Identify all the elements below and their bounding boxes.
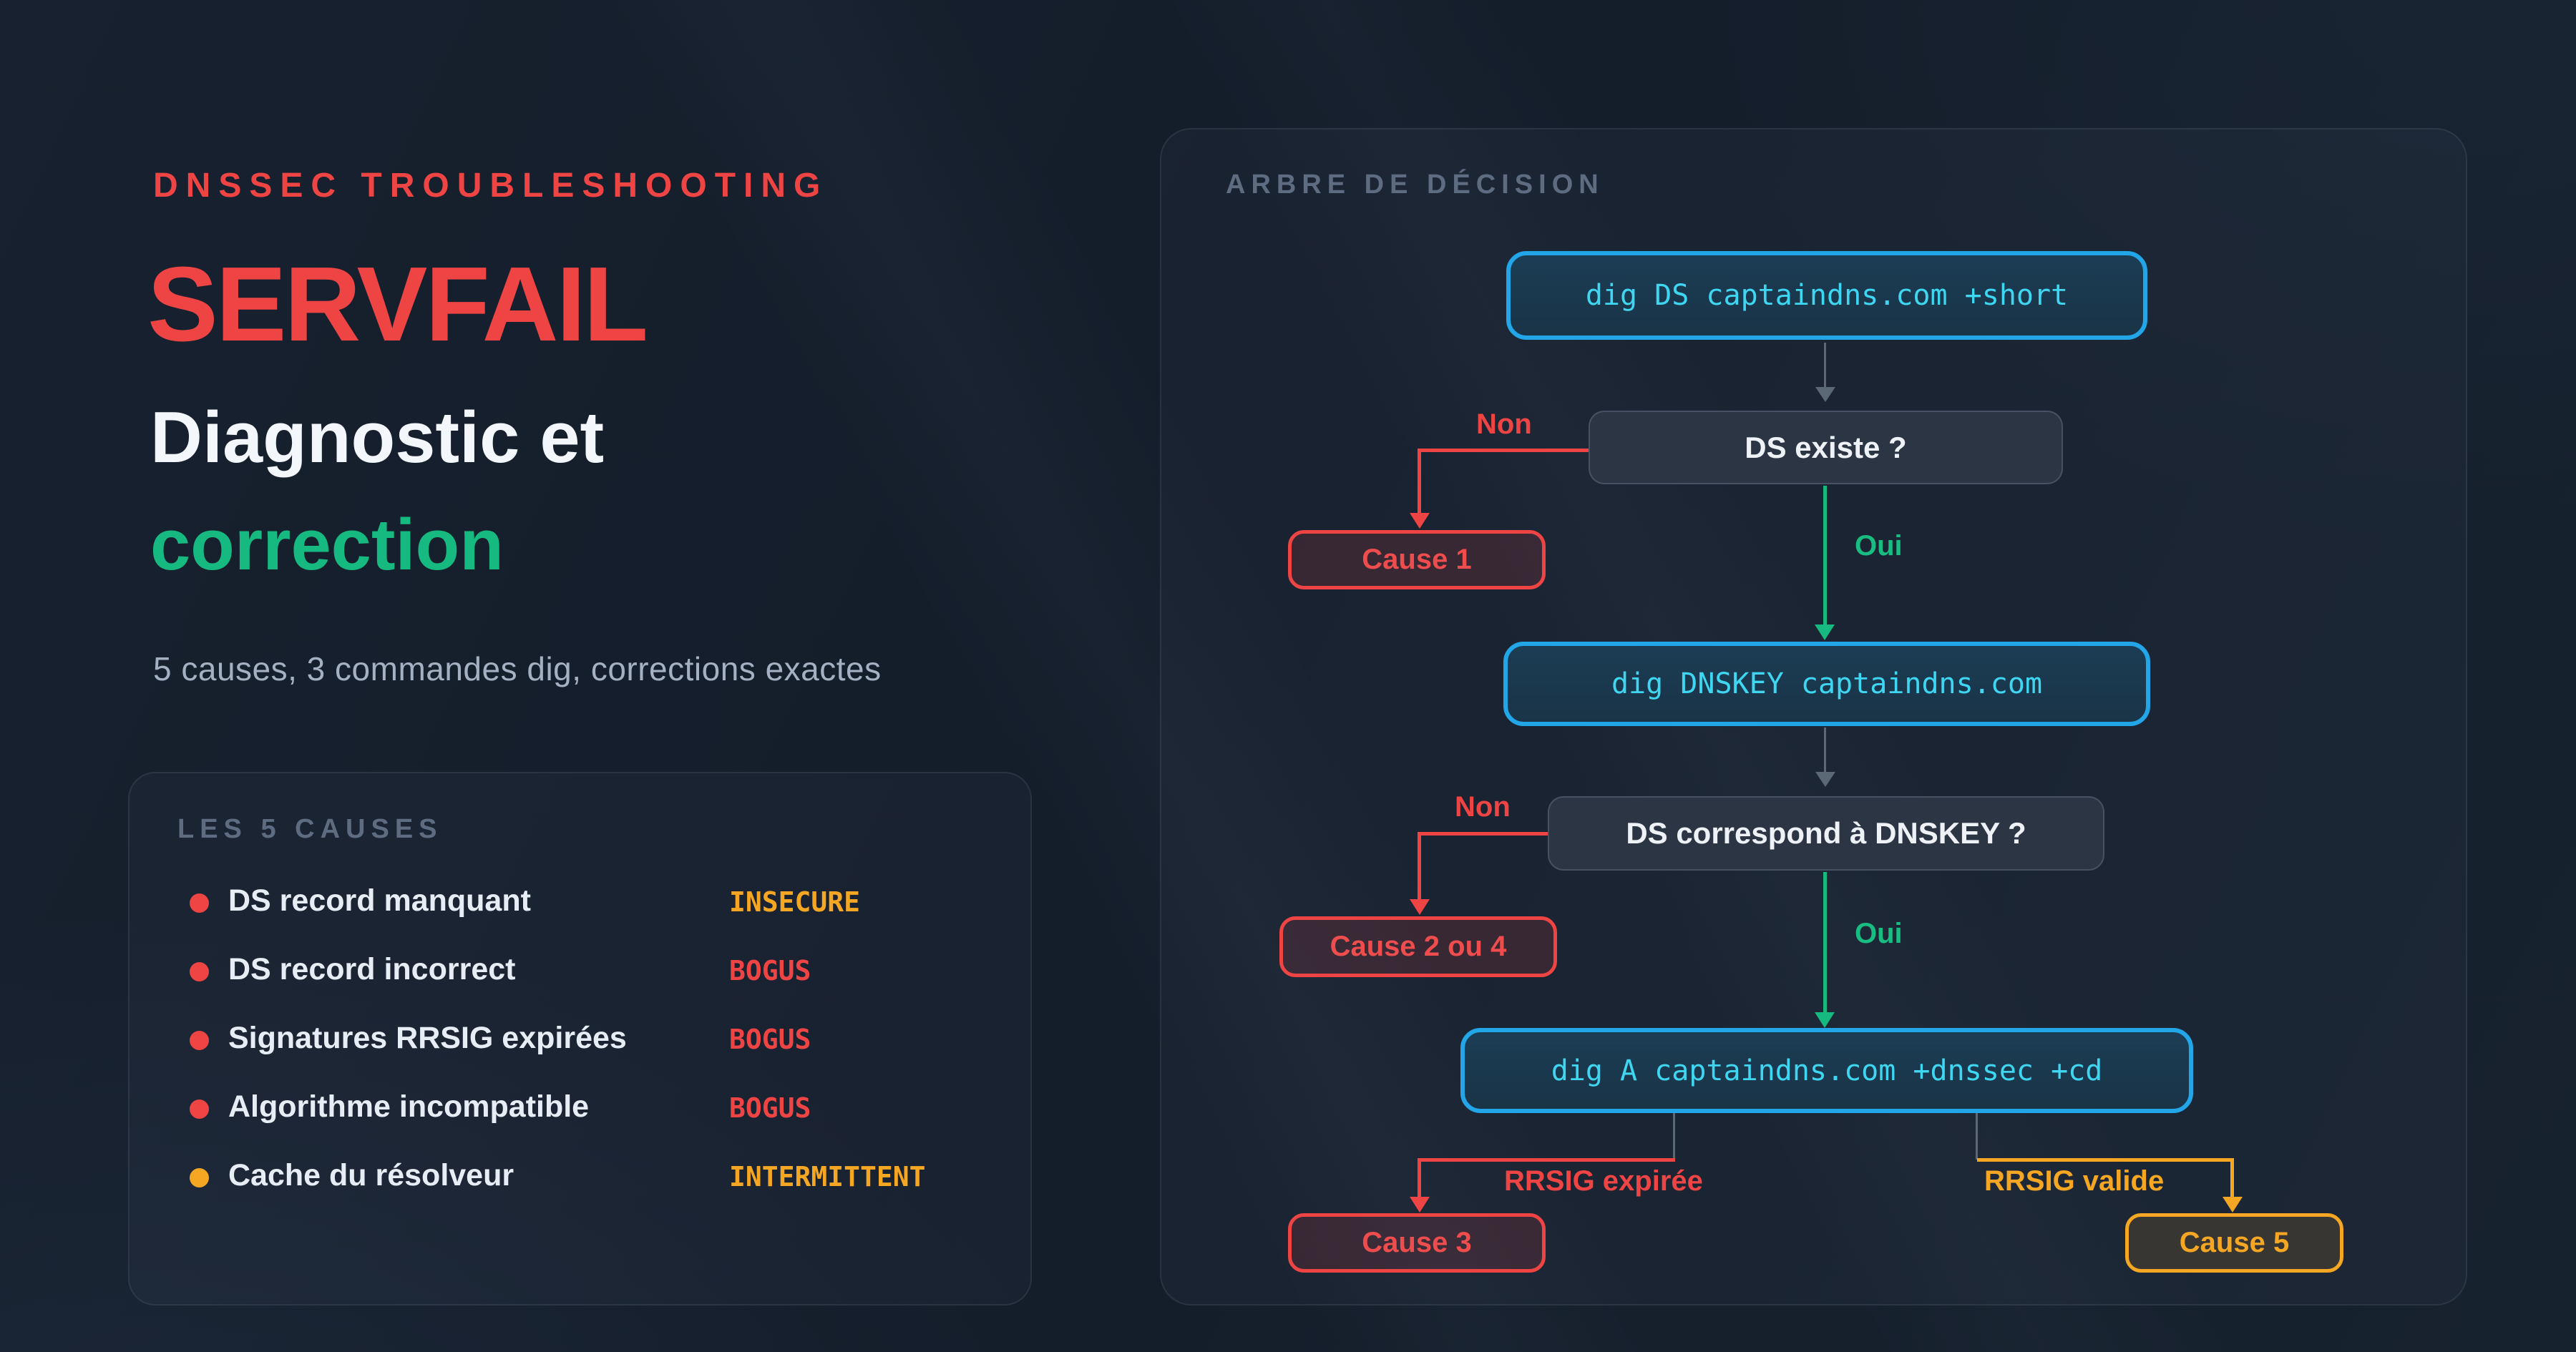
edge-label-oui: Oui [1855, 918, 1903, 949]
edge-label-rrsig-expired: RRSIG expirée [1504, 1165, 1703, 1197]
cause-row: DS record manquant INSECURE [130, 882, 1030, 925]
edge-line-rrsig-expired [1418, 1158, 1675, 1162]
cause-label: Signatures RRSIG expirées [228, 1021, 627, 1055]
tagline: 5 causes, 3 commandes dig, corrections e… [153, 650, 882, 687]
causes-card: LES 5 CAUSES DS record manquant INSECURE… [128, 772, 1032, 1306]
tree-node-cause-2-ou-4: Cause 2 ou 4 [1279, 916, 1557, 977]
page-subtitle-line2: correction [150, 505, 504, 585]
edge-line [1673, 1113, 1675, 1160]
edge-line-non [1418, 832, 1548, 836]
arrowhead-down [1815, 772, 1835, 787]
status-badge: INSECURE [729, 886, 861, 918]
kicker: DNSSEC TROUBLESHOOTING [153, 167, 829, 205]
edge-line [1976, 1113, 1978, 1160]
arrowhead-down [1815, 624, 1835, 640]
status-badge: BOGUS [729, 955, 811, 986]
edge-line-rrsig-valid [2230, 1158, 2234, 1198]
cause-label: Algorithme incompatible [228, 1089, 590, 1124]
arrowhead-down [1410, 513, 1430, 529]
cause-row: DS record incorrect BOGUS [130, 951, 1030, 994]
arrowhead-down [1410, 899, 1430, 915]
cause-row: Signatures RRSIG expirées BOGUS [130, 1019, 1030, 1062]
edge-label-non: Non [1455, 791, 1511, 823]
edge-line [1824, 728, 1826, 773]
edge-line-non [1418, 449, 1589, 452]
bullet-dot [190, 893, 209, 913]
decision-tree-card: ARBRE DE DÉCISION Non Oui Non Oui [1160, 128, 2467, 1306]
causes-card-header: LES 5 CAUSES [177, 814, 443, 844]
arrowhead-down [1815, 387, 1835, 402]
bullet-dot [190, 1031, 209, 1050]
tree-card-header: ARBRE DE DÉCISION [1226, 170, 1604, 200]
page-subtitle-line1: Diagnostic et [150, 398, 605, 478]
edge-line [1824, 343, 1826, 388]
tree-node-question-ds-existe: DS existe ? [1589, 411, 2063, 484]
cause-label: DS record manquant [228, 883, 531, 918]
edge-label-non: Non [1476, 408, 1532, 440]
bullet-dot [190, 1168, 209, 1187]
tree-node-cause-1: Cause 1 [1288, 530, 1546, 589]
cause-label: DS record incorrect [228, 952, 516, 986]
edge-line-non [1418, 832, 1421, 901]
edge-label-oui: Oui [1855, 530, 1903, 562]
arrowhead-down [2223, 1197, 2243, 1213]
tree-node-question-ds-correspond: DS correspond à DNSKEY ? [1548, 796, 2104, 871]
edge-line-rrsig-valid [1977, 1158, 2234, 1162]
bullet-dot [190, 962, 209, 981]
status-badge: BOGUS [729, 1024, 811, 1055]
edge-line-oui [1823, 486, 1827, 626]
status-badge: INTERMITTENT [729, 1161, 926, 1192]
cause-label: Cache du résolveur [228, 1158, 514, 1192]
edge-label-rrsig-valid: RRSIG valide [1984, 1165, 2165, 1197]
bullet-dot [190, 1099, 209, 1119]
status-badge: BOGUS [729, 1092, 811, 1124]
arrowhead-down [1815, 1012, 1835, 1028]
edge-line-non [1418, 449, 1421, 514]
tree-node-cmd-dig-a: dig A captaindns.com +dnssec +cd [1460, 1028, 2193, 1113]
edge-line-oui [1823, 872, 1827, 1014]
edge-line-rrsig-expired [1418, 1158, 1421, 1198]
cause-row: Algorithme incompatible BOGUS [130, 1088, 1030, 1131]
cause-row: Cache du résolveur INTERMITTENT [130, 1157, 1030, 1200]
page-title: SERVFAIL [147, 245, 648, 363]
tree-node-cmd-dig-ds: dig DS captaindns.com +short [1506, 251, 2147, 340]
tree-node-cause-3: Cause 3 [1288, 1213, 1546, 1273]
tree-node-cmd-dig-dnskey: dig DNSKEY captaindns.com [1503, 642, 2150, 726]
tree-node-cause-5: Cause 5 [2125, 1213, 2343, 1273]
arrowhead-down [1410, 1197, 1430, 1213]
